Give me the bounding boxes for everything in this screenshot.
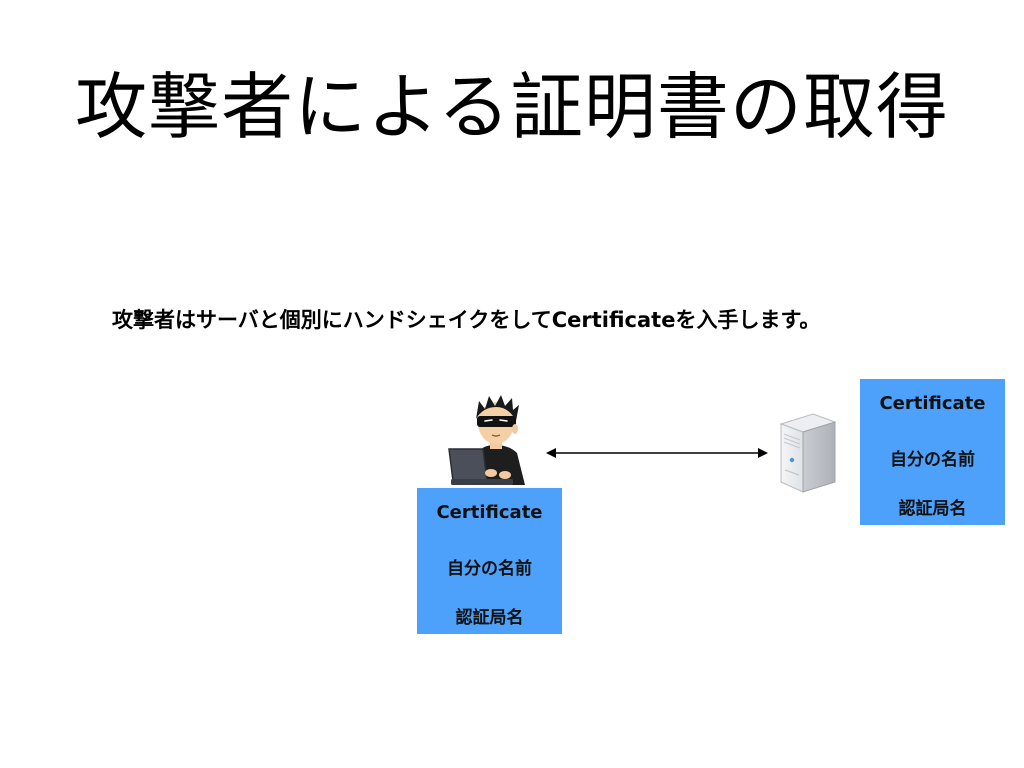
attacker-certificate-subject-name: 自分の名前 [447,559,532,579]
bidirectional-arrow-icon [546,448,768,458]
attacker-certificate-title: Certificate [436,502,543,523]
server-certificate-subject-name: 自分の名前 [890,450,975,470]
server-tower-icon [779,413,837,493]
server-certificate-box: Certificate 自分の名前 認証局名 [860,379,1005,525]
attacker-certificate-issuer-name: 認証局名 [455,608,524,628]
slide-title: 攻撃者による証明書の取得 [75,65,949,149]
hacker-with-laptop-icon [448,395,525,485]
slide-subtitle: 攻撃者はサーバと個別にハンドシェイクをしてCertificateを入手します。 [112,308,821,332]
server-certificate-title: Certificate [879,393,986,414]
server-certificate-issuer-name: 認証局名 [898,499,967,519]
attacker-certificate-box: Certificate 自分の名前 認証局名 [417,488,562,634]
